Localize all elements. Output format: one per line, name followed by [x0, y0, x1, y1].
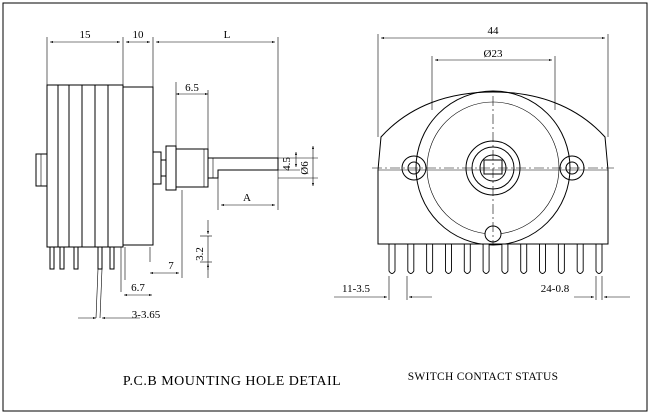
dim-shaft-diameter: Ø6 — [299, 161, 311, 175]
bushing-shaft — [165, 145, 279, 191]
side-terminals — [49, 190, 209, 319]
shaft-flat — [483, 159, 503, 175]
mounting-plate — [377, 91, 609, 245]
switch-body — [35, 84, 167, 248]
terminal-pin — [426, 244, 434, 274]
front-view: 44 Ø23 11-3.5 24-0.8 SWITCH CONTACT STAT… — [334, 25, 630, 383]
dim-pin-spacing: 6.7 — [131, 282, 145, 294]
dim-center-diameter: Ø23 — [484, 48, 503, 60]
dim-right-pitch: 24-0.8 — [541, 283, 570, 295]
terminal-pin — [388, 244, 396, 274]
dim-pin-offset: 7 — [168, 260, 174, 272]
dim-left-pitch: 11-3.5 — [342, 283, 371, 295]
front-terminals — [388, 244, 603, 274]
front-view-caption: SWITCH CONTACT STATUS — [408, 371, 559, 383]
terminal-pin — [501, 244, 509, 274]
dim-body-width: 15 — [80, 29, 92, 41]
dim-pin-range: 3-3.65 — [132, 309, 161, 321]
terminal-pin — [463, 244, 471, 274]
side-view-caption: P.C.B MOUNTING HOLE DETAIL — [123, 374, 341, 389]
dim-flat-height: 4.5 — [281, 157, 293, 171]
terminal-pin — [445, 244, 452, 274]
dim-overall-width: 44 — [488, 25, 500, 37]
terminal-pin — [595, 244, 603, 274]
terminal-pin — [557, 244, 565, 274]
side-view: 15 10 L 6.5 A 4.5 Ø6 3.2 7 6.7 — [35, 29, 341, 389]
terminal-pin — [539, 244, 546, 274]
dim-flat-length: A — [243, 192, 251, 204]
dim-pin-height: 3.2 — [194, 247, 206, 261]
dim-bushing-step: 6.5 — [185, 82, 199, 94]
dim-shaft-length: L — [224, 29, 231, 41]
dim-bushing-width: 10 — [133, 29, 145, 41]
terminal-pin — [407, 244, 415, 274]
terminal-pin — [520, 244, 528, 274]
terminal-pin — [576, 244, 584, 274]
terminal-pin — [482, 244, 490, 274]
